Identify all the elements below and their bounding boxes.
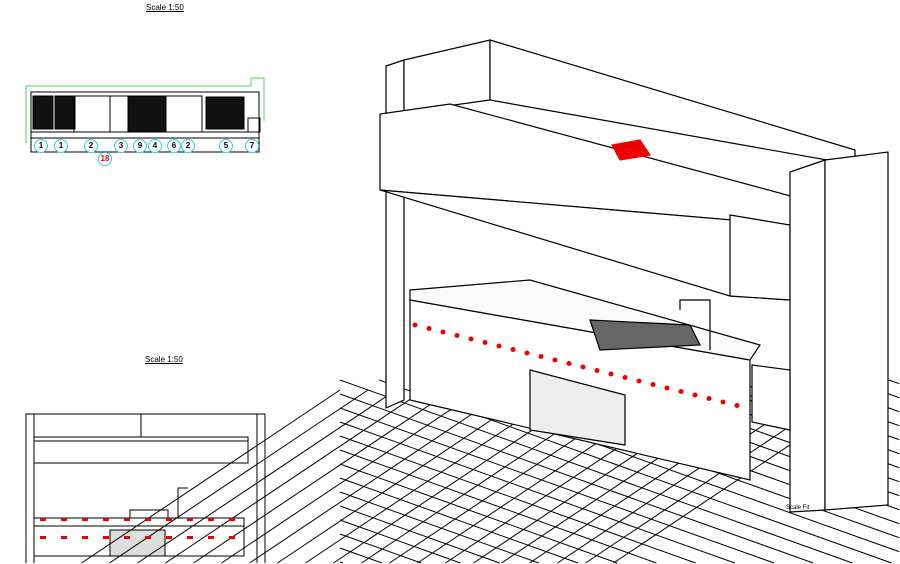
knob-icon bbox=[510, 347, 516, 352]
knob-icon bbox=[124, 518, 130, 521]
knob-icon bbox=[187, 536, 193, 539]
knob-icon bbox=[82, 518, 88, 521]
knob-icon bbox=[103, 518, 109, 521]
floor-grid-line bbox=[81, 389, 341, 564]
knob-icon bbox=[426, 326, 432, 331]
knob-icon bbox=[61, 518, 67, 521]
knob-icon bbox=[454, 333, 460, 338]
floor-grid-line bbox=[339, 533, 422, 564]
floor-grid-line bbox=[165, 389, 425, 564]
floor-grid-line bbox=[339, 393, 814, 564]
floor-grid-line bbox=[339, 547, 383, 564]
knob-icon bbox=[734, 403, 740, 408]
floor-grid-line bbox=[249, 389, 509, 564]
knob-icon bbox=[566, 361, 572, 366]
knob-icon bbox=[82, 536, 88, 539]
knob-icon bbox=[720, 399, 726, 405]
knob-icon bbox=[145, 518, 151, 521]
callout-9: 9 bbox=[133, 139, 147, 153]
knob-icon bbox=[145, 536, 151, 539]
knob-icon bbox=[608, 371, 614, 377]
front-elevation bbox=[25, 413, 266, 563]
floor-grid-line bbox=[888, 379, 900, 385]
callout-1: 1 bbox=[34, 139, 48, 153]
plan-view bbox=[25, 77, 265, 153]
callout-5: 5 bbox=[219, 139, 233, 153]
knob-icon bbox=[496, 343, 502, 349]
knob-icon bbox=[166, 518, 172, 521]
floor-grid-line bbox=[339, 491, 539, 564]
plan-scale-label: Scale 1:50 bbox=[146, 3, 184, 12]
callout-2: 2 bbox=[84, 139, 98, 153]
perspective-view bbox=[379, 39, 889, 513]
knob-icon bbox=[538, 354, 544, 359]
floor-grid-line bbox=[339, 407, 775, 564]
floor-grid-line bbox=[339, 519, 461, 564]
knob-icon bbox=[229, 518, 235, 521]
knob-icon bbox=[692, 392, 698, 398]
knob-icon bbox=[664, 385, 670, 391]
knob-icon bbox=[208, 536, 214, 539]
knob-icon bbox=[552, 357, 558, 363]
floor-grid-line bbox=[137, 389, 397, 564]
knob-icon bbox=[103, 536, 109, 539]
knob-icon bbox=[40, 518, 46, 521]
knob-icon bbox=[40, 536, 46, 539]
knob-icon bbox=[229, 536, 235, 539]
knob-icon bbox=[440, 329, 446, 335]
floor-grid-line bbox=[339, 379, 853, 564]
elevation-scale-label: Scale 1:50 bbox=[145, 355, 183, 364]
knob-icon bbox=[61, 536, 67, 539]
knob-icon bbox=[636, 378, 642, 384]
perspective-scale-label: Scale Fit bbox=[786, 505, 810, 511]
knob-icon bbox=[594, 368, 600, 373]
floor-grid-line bbox=[221, 389, 481, 564]
floor-grid-line bbox=[339, 505, 500, 564]
knob-icon bbox=[166, 536, 172, 539]
knob-icon bbox=[650, 382, 656, 387]
floor-grid-line bbox=[109, 389, 369, 564]
floor-grid-line bbox=[339, 477, 579, 564]
floor-grid-line bbox=[339, 463, 618, 564]
knob-icon bbox=[124, 536, 130, 539]
callout-6: 6 bbox=[167, 139, 181, 153]
callout-18: 18 bbox=[98, 152, 112, 166]
floor-grid-line bbox=[339, 435, 696, 564]
callout-4: 4 bbox=[148, 139, 162, 153]
knob-icon bbox=[468, 336, 474, 342]
floor-grid-line bbox=[339, 561, 343, 564]
knob-icon bbox=[524, 350, 530, 356]
knob-icon bbox=[622, 375, 628, 380]
floor-grid-line bbox=[339, 449, 657, 564]
callout-3: 3 bbox=[114, 139, 128, 153]
knob-icon bbox=[580, 364, 586, 370]
knob-icon bbox=[412, 322, 418, 328]
knob-icon bbox=[678, 389, 684, 394]
callout-7: 7 bbox=[245, 139, 259, 153]
callout-2b: 2 bbox=[181, 139, 195, 153]
floor-grid-line bbox=[339, 421, 735, 564]
knob-icon bbox=[706, 396, 712, 401]
callout-1b: 1 bbox=[54, 139, 68, 153]
knob-icon bbox=[208, 518, 214, 521]
knob-icon bbox=[187, 518, 193, 521]
equipment-knobs bbox=[40, 322, 740, 539]
knob-icon bbox=[482, 340, 488, 345]
